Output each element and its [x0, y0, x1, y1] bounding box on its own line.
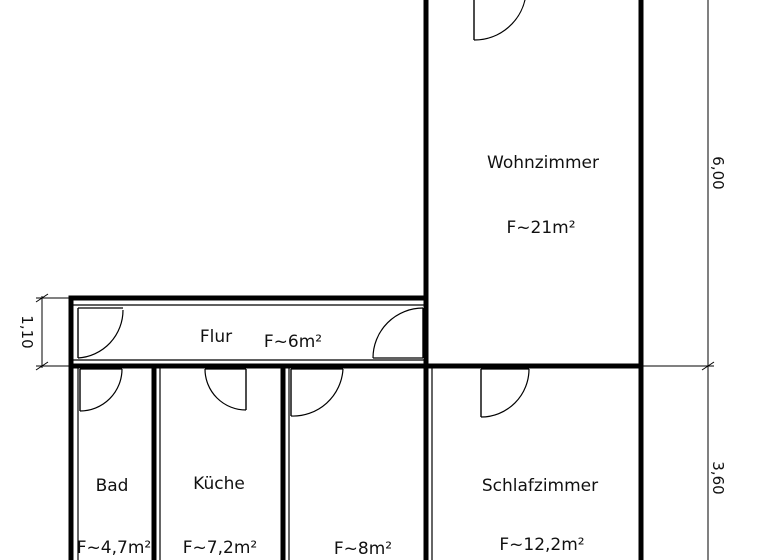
door-flur-left [77, 307, 124, 359]
dimension-lines [35, 0, 715, 560]
dimension-labels: 1,10 6,00 3,60 [18, 156, 727, 494]
door-raum4 [290, 368, 344, 417]
door-schlafzimmer [480, 368, 530, 418]
dim-label-wohnzimmer: 6,00 [709, 156, 727, 189]
door-bad [79, 368, 123, 412]
door-flur-right [372, 307, 424, 359]
dim-label-schlafzimmer: 3,60 [709, 461, 727, 494]
label-flur-name: Flur [200, 327, 232, 347]
label-schlafzimmer-name: Schlafzimmer [482, 476, 598, 496]
label-schlafzimmer-area: F~12,2m² [499, 535, 584, 555]
room-labels: Wohnzimmer F~21m² Flur F~6m² Bad F~4,7m²… [77, 153, 599, 559]
label-kueche-area: F~7,2m² [183, 538, 257, 558]
walls [68, 0, 644, 560]
label-bad-area: F~4,7m² [77, 538, 151, 558]
label-wohnzimmer-area: F~21m² [506, 218, 575, 238]
dim-label-flur: 1,10 [18, 315, 36, 348]
label-bad-name: Bad [96, 476, 129, 496]
door-wohnzimmer-top [473, 0, 526, 41]
label-flur-area: F~6m² [264, 332, 322, 352]
label-wohnzimmer-name: Wohnzimmer [487, 153, 599, 173]
door-kueche [204, 368, 247, 411]
label-kueche-name: Küche [193, 474, 245, 494]
label-raum4-area: F~8m² [334, 539, 392, 559]
doors [77, 0, 530, 418]
